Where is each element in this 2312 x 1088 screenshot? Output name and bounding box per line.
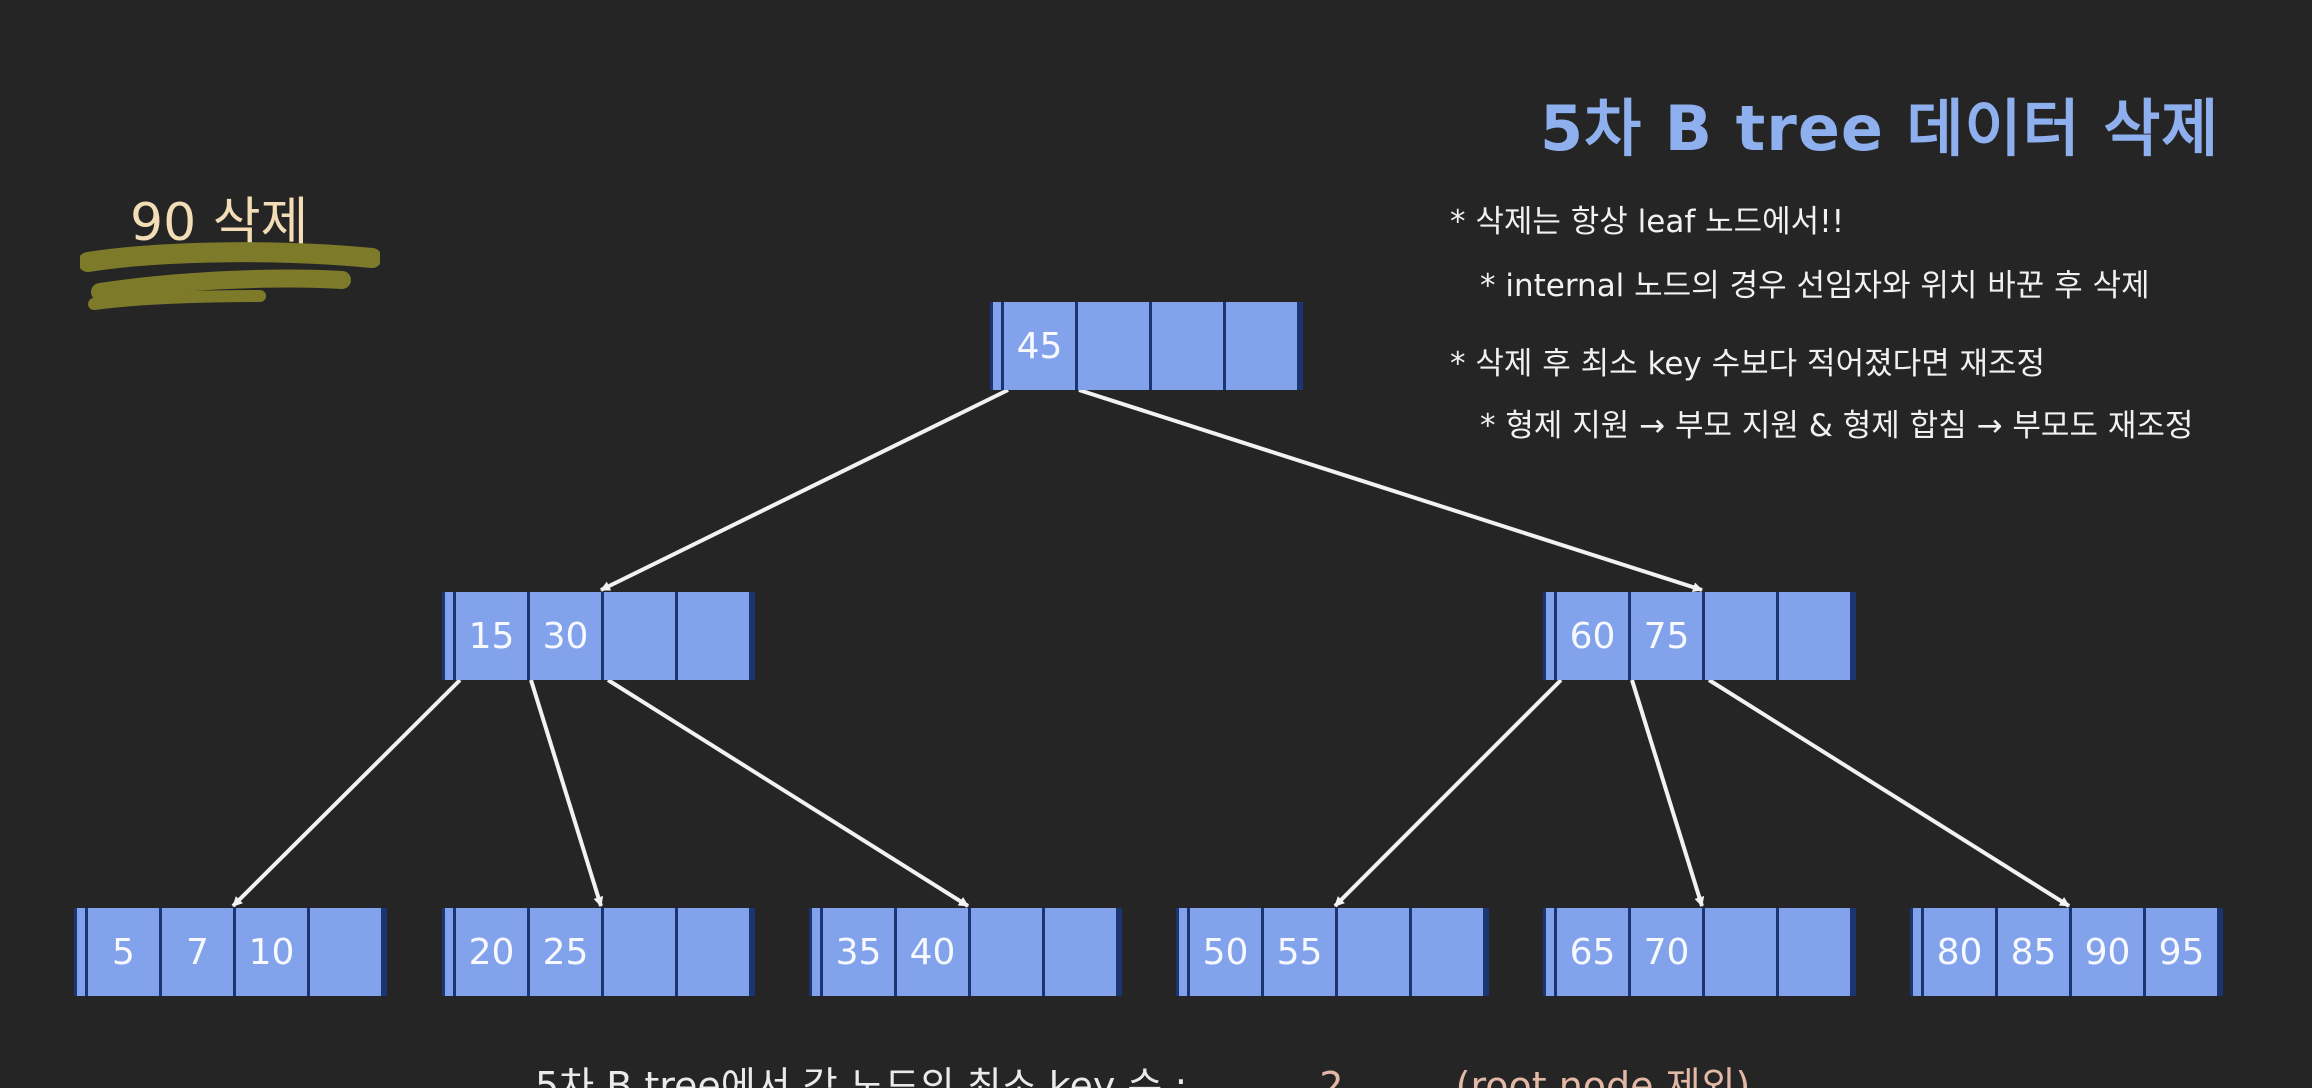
edge-n1-to-l3 [606, 678, 970, 908]
node-empty-slot [1705, 592, 1779, 680]
node-empty-slot [1412, 908, 1486, 996]
node-empty-slot [1226, 302, 1300, 390]
node-empty-slot [604, 592, 678, 680]
node-empty-slot [1779, 908, 1853, 996]
node-key: 20 [456, 908, 530, 996]
node-key: 5 [88, 908, 162, 996]
node-empty-slot [1078, 302, 1152, 390]
node-empty-slot [678, 908, 752, 996]
tree-node-root: 45 [990, 302, 1303, 390]
node-pointer-pad [812, 908, 823, 996]
node-key: 10 [236, 908, 310, 996]
node-key: 85 [1998, 908, 2072, 996]
node-pointer-pad [993, 302, 1004, 390]
footer-label: 5차 B tree에서 각 노드의 최소 key 수 : [535, 1064, 1188, 1088]
node-key: 90 [2072, 908, 2146, 996]
node-empty-slot [1045, 908, 1119, 996]
node-key: 95 [2146, 908, 2220, 996]
node-empty-slot [678, 592, 752, 680]
node-empty-slot [1705, 908, 1779, 996]
footer-min-keys-value: 2 [1319, 1064, 1344, 1088]
node-empty-slot [310, 908, 384, 996]
footer-root-exception: (root node 제외) [1455, 1064, 1751, 1088]
node-key: 35 [823, 908, 897, 996]
edge-n1-to-l2 [529, 679, 604, 907]
highlight-strokes [80, 242, 380, 310]
node-key: 25 [530, 908, 604, 996]
node-empty-slot [604, 908, 678, 996]
rule-rebalance: * 삭제 후 최소 key 수보다 적어졌다면 재조정 [1450, 346, 2046, 382]
node-key: 70 [1631, 908, 1705, 996]
node-key: 55 [1264, 908, 1338, 996]
node-empty-slot [1338, 908, 1412, 996]
node-key: 40 [897, 908, 971, 996]
node-pointer-pad [1546, 908, 1557, 996]
node-key: 50 [1190, 908, 1264, 996]
node-pointer-pad [77, 908, 88, 996]
rule-internal-swap: * internal 노드의 경우 선임자와 위치 바꾼 후 삭제 [1480, 268, 2150, 304]
node-pointer-pad [1546, 592, 1557, 680]
node-empty-slot [1152, 302, 1226, 390]
edge-n1-to-l1 [231, 678, 462, 908]
node-key: 60 [1557, 592, 1631, 680]
node-pointer-pad [1179, 908, 1190, 996]
node-pointer-pad [445, 592, 456, 680]
edge-n2-to-l6 [1707, 678, 2071, 908]
rule-rebalance-order: * 형제 지원 → 부모 지원 & 형제 합침 → 부모도 재조정 [1480, 408, 2194, 444]
edge-root-to-n1 [600, 388, 1009, 592]
node-pointer-pad [445, 908, 456, 996]
node-key: 65 [1557, 908, 1631, 996]
node-key: 30 [530, 592, 604, 680]
node-key: 7 [162, 908, 236, 996]
node-key: 80 [1924, 908, 1998, 996]
footer-note: 5차 B tree에서 각 노드의 최소 key 수 : 2 (root nod… [535, 1055, 1750, 1088]
edge-n2-to-l4 [1333, 678, 1563, 908]
node-key: 75 [1631, 592, 1705, 680]
node-key: 15 [456, 592, 530, 680]
node-empty-slot [971, 908, 1045, 996]
rule-leaf-only: * 삭제는 항상 leaf 노드에서!! [1450, 204, 1845, 240]
node-pointer-pad [1913, 908, 1924, 996]
edge-n2-to-l5 [1630, 679, 1705, 907]
node-key: 45 [1004, 302, 1078, 390]
slide-title: 5차 B tree 데이터 삭제 [1540, 92, 2220, 165]
node-empty-slot [1779, 592, 1853, 680]
